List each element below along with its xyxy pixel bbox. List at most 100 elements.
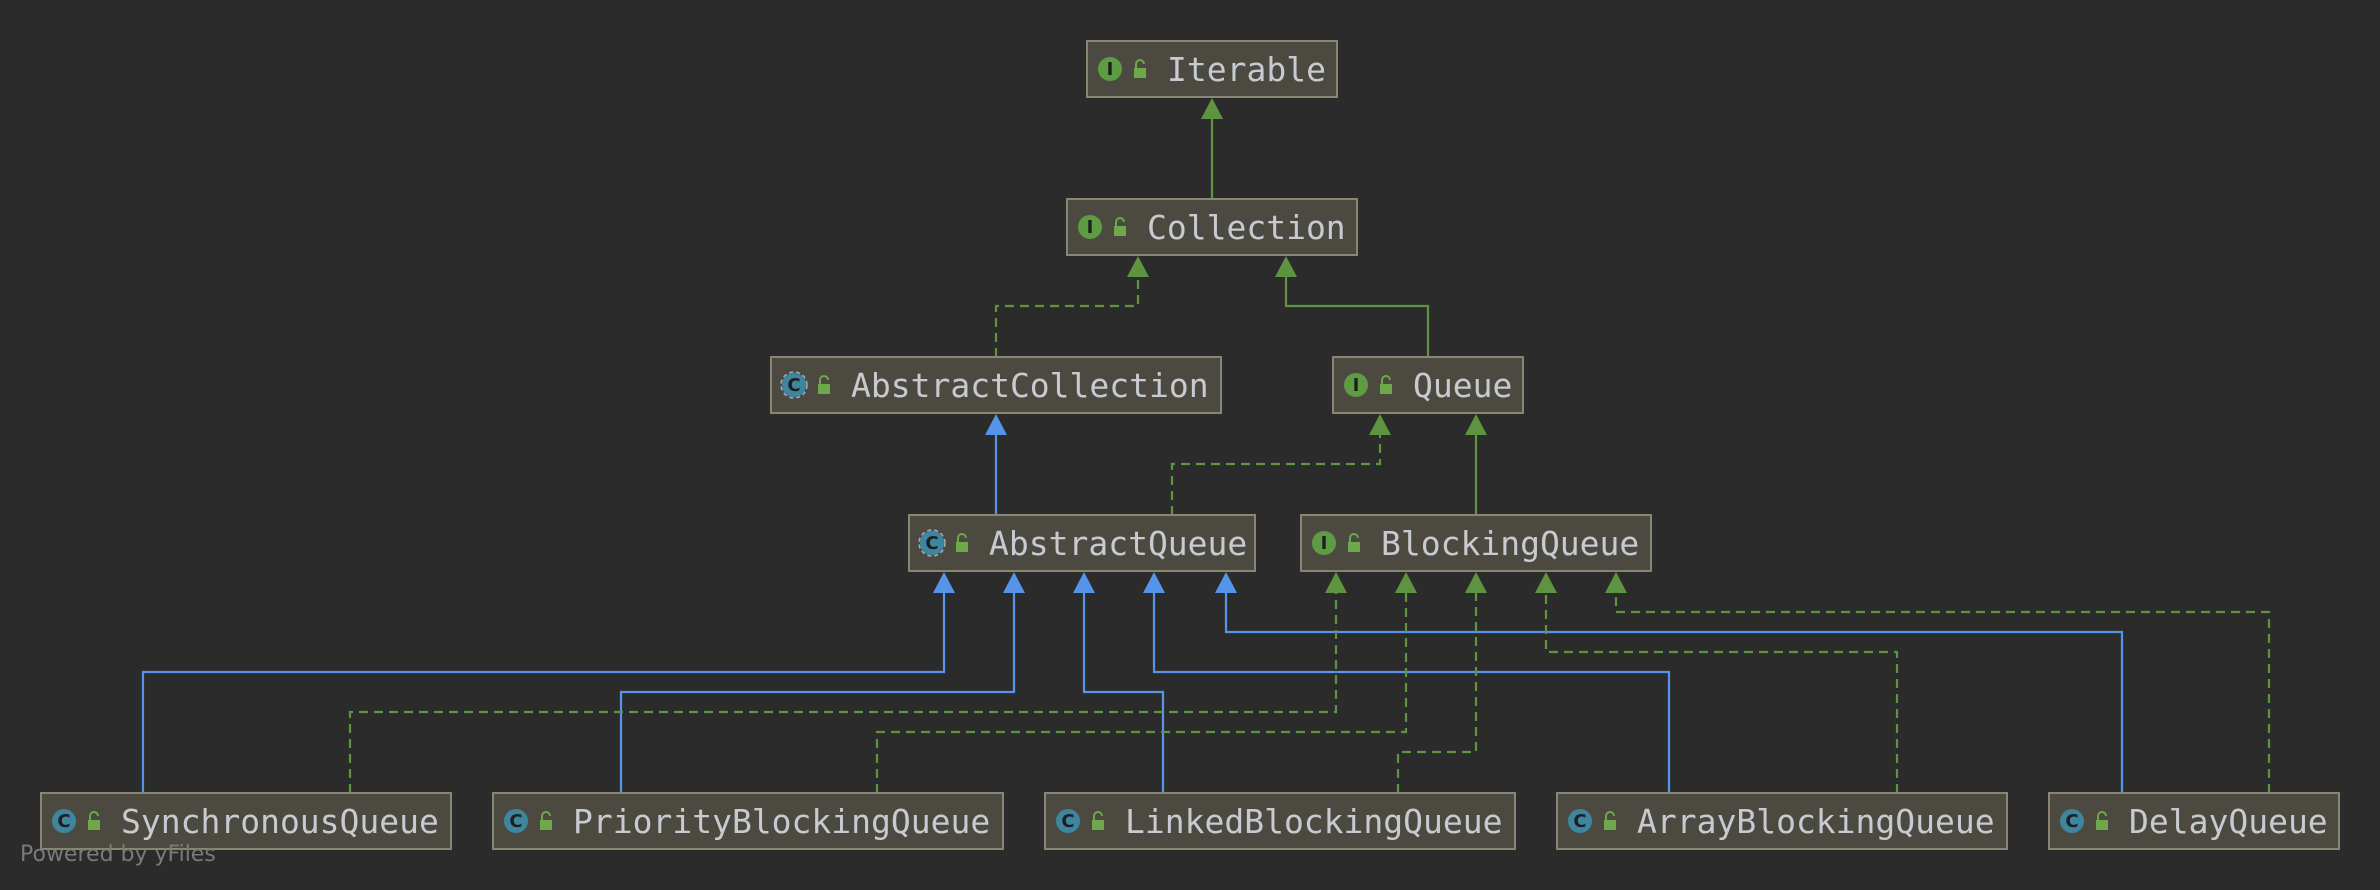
node-label: Iterable	[1167, 50, 1326, 89]
node-abstract-collection[interactable]: C AbstractCollection	[770, 356, 1222, 414]
node-abstract-queue[interactable]: C AbstractQueue	[908, 514, 1256, 572]
arrowhead-icon	[1143, 572, 1165, 593]
lock-icon	[1092, 811, 1104, 830]
node-box	[1086, 40, 1338, 98]
svg-text:C: C	[1061, 811, 1074, 832]
edge-array-blocking-queue-to-blocking-queue	[1535, 572, 1899, 793]
node-linked-blocking-queue[interactable]: C LinkedBlockingQueue	[1044, 792, 1516, 850]
node-blocking-queue[interactable]: I BlockingQueue	[1300, 514, 1652, 572]
lock-icon	[818, 375, 830, 394]
node-synchronous-queue[interactable]: C SynchronousQueue	[40, 792, 452, 850]
edge-collection-to-iterable	[1201, 98, 1223, 199]
node-label: BlockingQueue	[1381, 524, 1639, 563]
node-label: LinkedBlockingQueue	[1125, 802, 1503, 841]
edge-synchronous-queue-to-abstract-queue	[141, 572, 955, 793]
node-box	[492, 792, 1004, 850]
arrowhead-icon	[1215, 572, 1237, 593]
svg-text:C: C	[787, 375, 800, 396]
lock-icon	[1134, 59, 1146, 78]
edge-line	[1284, 276, 1430, 357]
arrowhead-icon	[1201, 98, 1223, 119]
powered-by-footer: Powered by yFiles	[20, 842, 216, 867]
svg-text:C: C	[509, 811, 522, 832]
arrowhead-icon	[1395, 572, 1417, 593]
arrowhead-icon	[1465, 414, 1487, 435]
lock-icon	[540, 811, 552, 830]
abstract-class-icon: C	[918, 529, 946, 557]
edge-abstract-queue-to-abstract-collection	[985, 414, 1007, 515]
lock-icon	[1380, 375, 1392, 394]
node-box	[770, 356, 1222, 414]
lock-icon	[1114, 217, 1126, 236]
node-label: SynchronousQueue	[121, 802, 439, 841]
node-iterable[interactable]: I Iterable	[1086, 40, 1338, 98]
edge-line	[141, 592, 946, 793]
edge-line	[1082, 592, 1165, 793]
edge-line	[1614, 592, 2271, 793]
edge-delay-queue-to-abstract-queue	[1215, 572, 2124, 793]
class-icon: C	[2060, 809, 2084, 833]
svg-text:I: I	[1107, 59, 1114, 80]
arrowhead-icon	[1325, 572, 1347, 593]
node-box	[1044, 792, 1516, 850]
node-label: ArrayBlockingQueue	[1637, 802, 1995, 841]
interface-icon: I	[1078, 215, 1102, 239]
interface-icon: I	[1098, 57, 1122, 81]
arrowhead-icon	[933, 572, 955, 593]
node-box	[1556, 792, 2008, 850]
node-delay-queue[interactable]: C DelayQueue	[2048, 792, 2340, 850]
arrowhead-icon	[1465, 572, 1487, 593]
edge-line	[1170, 434, 1382, 515]
node-label: AbstractQueue	[989, 524, 1247, 563]
edge-line	[1396, 592, 1478, 793]
class-icon: C	[504, 809, 528, 833]
interface-icon: I	[1312, 531, 1336, 555]
node-label: Collection	[1147, 208, 1346, 247]
node-label: DelayQueue	[2129, 802, 2328, 841]
edge-linked-blocking-queue-to-blocking-queue	[1396, 572, 1487, 793]
edge-blocking-queue-to-queue	[1465, 414, 1487, 515]
lock-icon	[1348, 533, 1360, 552]
edge-linked-blocking-queue-to-abstract-queue	[1073, 572, 1165, 793]
node-label: AbstractCollection	[851, 366, 1209, 405]
node-collection[interactable]: I Collection	[1066, 198, 1358, 256]
arrowhead-icon	[1535, 572, 1557, 593]
arrowhead-icon	[1275, 256, 1297, 277]
class-icon: C	[1568, 809, 1592, 833]
arrowhead-icon	[1605, 572, 1627, 593]
edge-priority-blocking-queue-to-blocking-queue	[875, 572, 1417, 793]
node-array-blocking-queue[interactable]: C ArrayBlockingQueue	[1556, 792, 2008, 850]
arrowhead-icon	[985, 414, 1007, 435]
lock-icon	[88, 811, 100, 830]
node-box	[40, 792, 452, 850]
svg-text:I: I	[1321, 533, 1328, 554]
edge-delay-queue-to-blocking-queue	[1605, 572, 2271, 793]
svg-text:C: C	[2065, 811, 2078, 832]
node-label: PriorityBlockingQueue	[573, 802, 990, 841]
abstract-class-icon: C	[780, 371, 808, 399]
arrowhead-icon	[1073, 572, 1095, 593]
node-priority-blocking-queue[interactable]: C PriorityBlockingQueue	[492, 792, 1004, 850]
svg-text:C: C	[1573, 811, 1586, 832]
class-icon: C	[1056, 809, 1080, 833]
lock-icon	[2096, 811, 2108, 830]
arrowhead-icon	[1127, 256, 1149, 277]
edge-abstract-collection-to-collection	[994, 256, 1149, 357]
edge-line	[619, 592, 1016, 793]
edge-synchronous-queue-to-blocking-queue	[348, 572, 1347, 793]
lock-icon	[956, 533, 968, 552]
edge-line	[1224, 592, 2124, 793]
interface-icon: I	[1344, 373, 1368, 397]
edge-priority-blocking-queue-to-abstract-queue	[619, 572, 1025, 793]
edge-line	[1152, 592, 1671, 793]
edge-array-blocking-queue-to-abstract-queue	[1143, 572, 1671, 793]
class-icon: C	[52, 809, 76, 833]
edge-line	[994, 276, 1140, 357]
edge-line	[1544, 592, 1899, 793]
arrowhead-icon	[1003, 572, 1025, 593]
edge-queue-to-collection	[1275, 256, 1430, 357]
edge-line	[348, 592, 1338, 793]
